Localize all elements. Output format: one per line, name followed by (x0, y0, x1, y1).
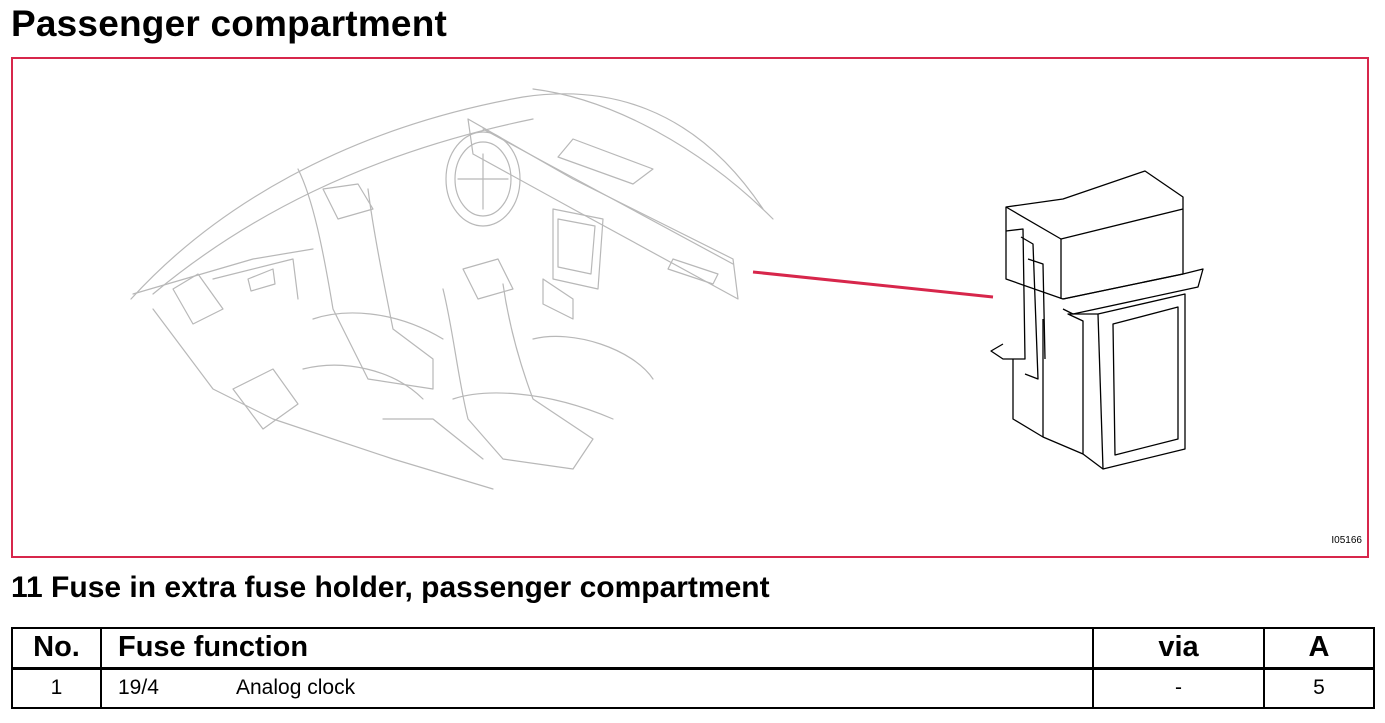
header-fuse-function: Fuse function (100, 627, 1094, 670)
fuse-table: No. Fuse function via A 1 19/4 Analog clo… (11, 627, 1375, 709)
callout-line (752, 270, 994, 299)
section-title: 11 Fuse in extra fuse holder, passenger … (11, 571, 770, 604)
table-row: 1 19/4 Analog clock - 5 (11, 667, 1375, 709)
header-no: No. (11, 627, 102, 670)
cell-fuse-ref: 19/4 (118, 676, 159, 700)
cell-amps: 5 (1263, 667, 1375, 709)
header-via: via (1092, 627, 1265, 670)
header-amps: A (1263, 627, 1375, 670)
cell-no: 1 (11, 667, 102, 709)
cell-via: - (1092, 667, 1265, 709)
table-header-row: No. Fuse function via A (11, 627, 1375, 670)
fuse-holder-drawing (990, 170, 1204, 470)
cell-fuse-function: 19/4 Analog clock (100, 667, 1094, 709)
page-title: Passenger compartment (11, 3, 448, 44)
car-interior-illustration (130, 88, 1204, 490)
figure-code: I05166 (1331, 535, 1362, 546)
figure-frame: I05166 (11, 57, 1369, 558)
cell-function-text: Analog clock (236, 676, 356, 700)
car-interior-drawing (130, 88, 774, 490)
